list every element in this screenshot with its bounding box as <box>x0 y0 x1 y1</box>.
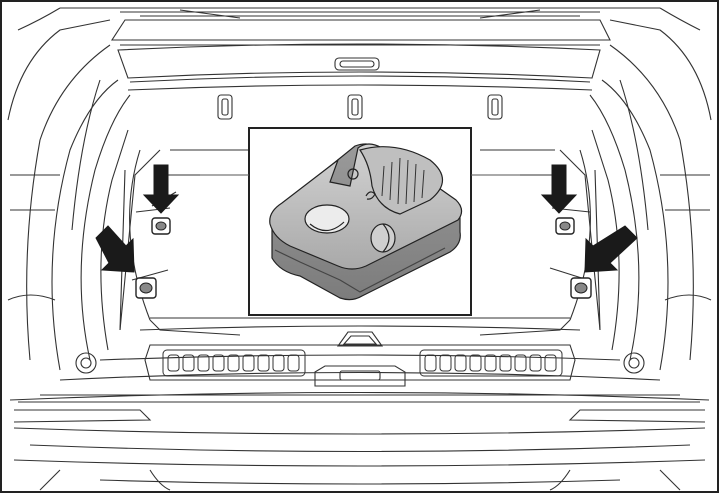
vehicle-body-lines <box>7 7 712 491</box>
tie-down-hook-closeup-icon <box>269 143 463 301</box>
arrow-diagonal-left <box>95 225 135 273</box>
lower-right-tie-down <box>570 277 592 299</box>
sill-slots-left <box>162 349 306 377</box>
indicator-arrows <box>95 164 638 273</box>
arrow-down-left <box>142 164 180 214</box>
lower-left-tie-down <box>135 277 157 299</box>
arrow-diagonal-right <box>584 225 638 273</box>
upper-left-tie-down <box>151 217 171 235</box>
arrow-down-right <box>540 164 578 214</box>
sill-slots-right <box>419 349 563 377</box>
upper-right-tie-down <box>555 217 575 235</box>
